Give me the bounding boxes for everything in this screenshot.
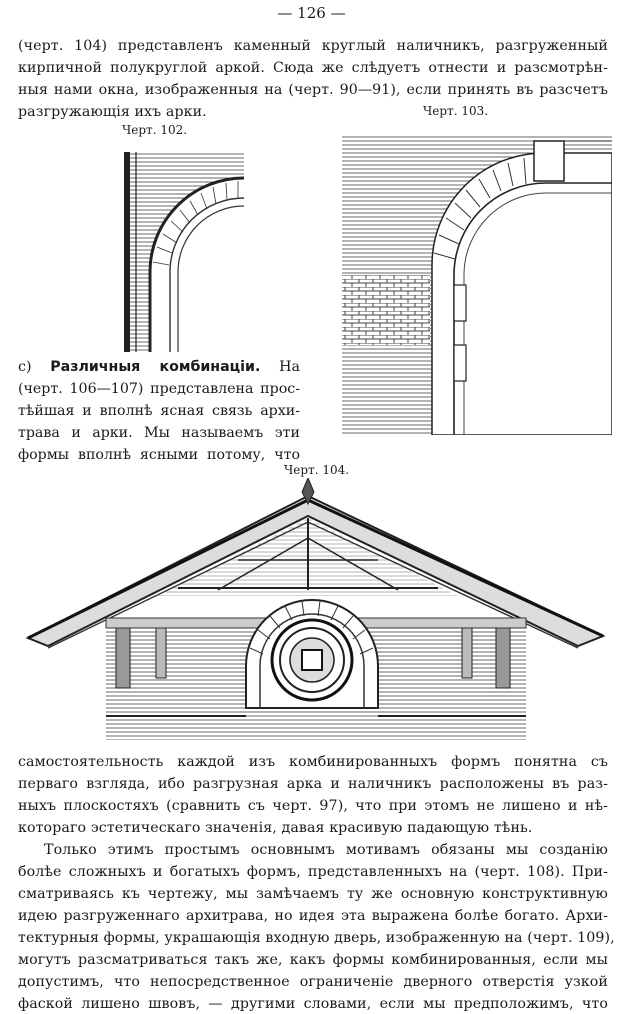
section-first-word: На — [279, 359, 300, 375]
paragraph-line: фаской лишено швовъ, — другими словами, … — [18, 996, 608, 1012]
paragraph-line: сматриваясь къ чертежу, мы замѣчаемъ ту … — [18, 886, 608, 902]
intro-line: ныя нами окна, изображенныя на (черт. 90… — [18, 82, 608, 98]
body-line: ныхъ плоскостяхъ (сравнить съ черт. 97),… — [18, 798, 608, 814]
paragraph-line: допустимъ, что непосредственное ограниче… — [18, 974, 608, 990]
section-heading-line: c) Различныя комбинаціи. На — [18, 356, 300, 378]
section-heading: Различныя комбинаціи. — [50, 359, 261, 375]
body-line: котораго эстетическаго значенія, давая к… — [18, 820, 533, 836]
figure-102-drawing — [124, 152, 244, 352]
page-number: — 126 — — [277, 4, 346, 22]
paragraph-line: идею разгруженнаго архитрава, но идея эт… — [18, 908, 608, 924]
section-line: тѣйшая и вполнѣ ясная связь архи- — [18, 403, 300, 419]
intro-line: разгружающія ихъ арки. — [18, 104, 207, 120]
figure-102-caption: Черт. 102. — [122, 123, 188, 137]
section-line: (черт. 106—107) представлена прос- — [18, 381, 300, 397]
figure-104-caption: Черт. 104. — [284, 463, 350, 477]
intro-line: (черт. 104) представленъ каменный круглы… — [18, 38, 608, 54]
section-line: трава и арки. Мы называемъ эти — [18, 425, 300, 441]
figure-103-drawing — [342, 135, 612, 435]
body-line: самостоятельность каждой изъ комбинирова… — [18, 754, 608, 770]
body-line: перваго взгляда, ибо разгрузная арка и н… — [18, 776, 608, 792]
figure-103-caption: Черт. 103. — [423, 104, 489, 118]
paragraph-line: тектурныя формы, украшающія входную двер… — [18, 930, 615, 946]
intro-line: кирпичной полукруглой аркой. Сюда же слѣ… — [18, 60, 608, 76]
section-line: формы вполнѣ ясными потому, что — [18, 447, 300, 463]
paragraph-line: Только этимъ простымъ основнымъ мотивамъ… — [44, 842, 608, 858]
paragraph-line: могутъ разсматриваться такъ же, какъ фор… — [18, 952, 608, 968]
figure-104-drawing — [25, 478, 606, 740]
section-label: c) — [18, 359, 32, 375]
paragraph-line: болѣе сложныхъ и богатыхъ формъ, предста… — [18, 864, 608, 880]
